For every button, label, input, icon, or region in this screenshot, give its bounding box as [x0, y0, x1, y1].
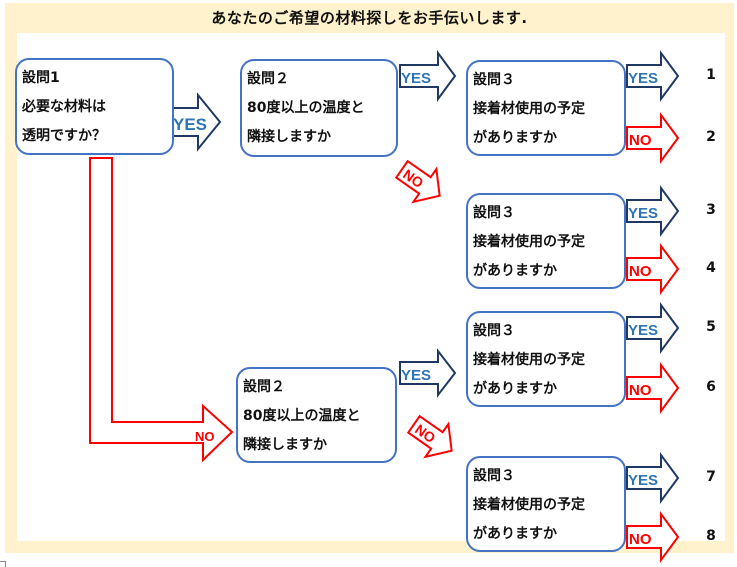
result-4: 4: [706, 260, 716, 276]
yes-arrow-q2a-q3a: YES: [399, 49, 457, 103]
node-text: 接着材使用の予定: [473, 497, 585, 513]
node-heading: 設問３: [473, 323, 515, 339]
node-text: がありますか: [473, 526, 557, 542]
result-3: 3: [706, 202, 716, 218]
no-arrow-result-8: NO: [626, 510, 680, 564]
result-8: 8: [706, 528, 716, 544]
result-7: 7: [706, 469, 716, 485]
yes-arrow-q2b-q3c: YES: [399, 348, 457, 398]
question-2b-node: 設問２ 80度以上の温度と 隣接しますか: [236, 367, 397, 463]
resize-corner-mark: [0, 561, 6, 567]
node-heading: 設問３: [473, 468, 515, 484]
node-text: 透明ですか？: [22, 128, 106, 144]
yes-arrow-result-1: YES: [626, 49, 680, 103]
question-1-node: 設問1 必要な材料は 透明ですか？: [15, 58, 174, 155]
question-3b-node: 設問３ 接着材使用の予定 がありますか: [466, 193, 626, 289]
node-text: 接着材使用の予定: [473, 101, 585, 117]
result-5: 5: [706, 319, 716, 335]
no-label: NO: [629, 531, 652, 548]
yes-arrow-result-7: YES: [626, 451, 680, 505]
yes-label: YES: [173, 115, 207, 134]
yes-arrow-q1-q2a: YES: [171, 92, 222, 152]
yes-label: YES: [628, 70, 658, 87]
no-label: NO: [629, 263, 652, 280]
no-arrow-q2a-q3b: NO: [394, 159, 441, 204]
node-text: 必要な材料は: [22, 99, 106, 115]
no-label: NO: [629, 132, 652, 149]
yes-label: YES: [401, 367, 431, 384]
yes-arrow-result-5: YES: [626, 301, 680, 355]
result-2: 2: [706, 129, 716, 145]
node-text: がありますか: [473, 381, 557, 397]
result-6: 6: [706, 379, 716, 395]
node-heading: 設問２: [243, 379, 285, 395]
node-text: 隣接しますか: [243, 437, 327, 453]
result-1: 1: [706, 67, 716, 83]
no-arrow-result-6: NO: [626, 361, 680, 415]
node-heading: 設問３: [473, 205, 515, 221]
no-label: NO: [629, 382, 652, 399]
yes-label: YES: [628, 322, 658, 339]
question-3c-node: 設問３ 接着材使用の予定 がありますか: [466, 311, 626, 407]
no-label: NO: [195, 429, 215, 444]
no-arrow-result-2: NO: [626, 111, 680, 165]
yes-label: YES: [401, 70, 431, 87]
yes-label: YES: [628, 472, 658, 489]
yes-arrow-result-3: YES: [626, 184, 680, 238]
question-3d-node: 設問３ 接着材使用の予定 がありますか: [466, 456, 626, 552]
node-heading: 設問３: [473, 72, 515, 88]
node-text: 隣接しますか: [247, 129, 331, 145]
question-3a-node: 設問３ 接着材使用の予定 がありますか: [466, 60, 626, 156]
node-heading: 設問1: [22, 70, 60, 86]
node-text: 80度以上の温度と: [247, 100, 365, 116]
no-arrow-result-4: NO: [626, 242, 680, 296]
no-arrow-q2b-q3d: NO: [406, 414, 453, 459]
node-text: がありますか: [473, 263, 557, 279]
yes-label: YES: [628, 205, 658, 222]
diagram-title: あなたのご希望の材料探しをお手伝いします.: [211, 9, 528, 27]
node-heading: 設問２: [247, 71, 289, 87]
node-text: 接着材使用の予定: [473, 352, 585, 368]
node-text: 80度以上の温度と: [243, 408, 361, 424]
node-text: がありますか: [473, 130, 557, 146]
no-arrow-q1-q2b: NO: [89, 157, 234, 463]
node-text: 接着材使用の予定: [473, 234, 585, 250]
question-2a-node: 設問２ 80度以上の温度と 隣接しますか: [240, 59, 398, 157]
